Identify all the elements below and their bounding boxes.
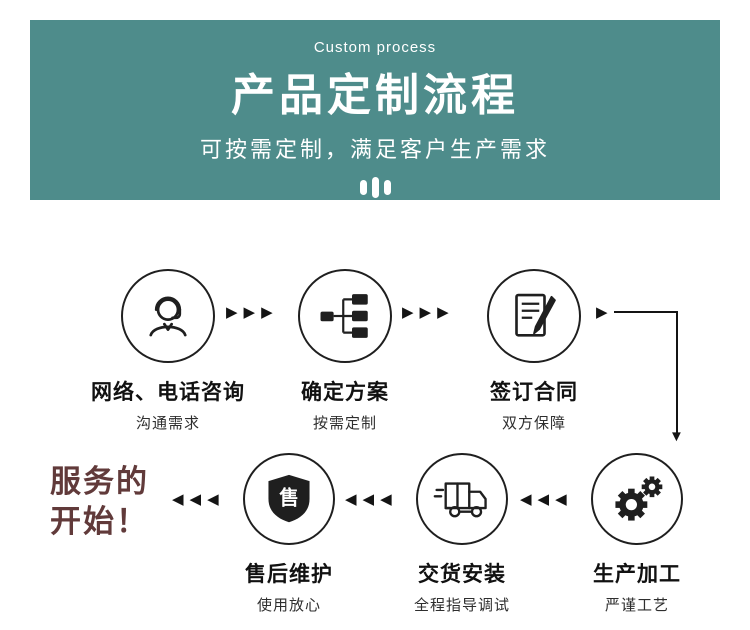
- banner-subtitle: 可按需定制，满足客户生产需求: [199, 137, 550, 162]
- step-sublabel: 全程指导调试: [413, 597, 510, 614]
- flow-arrow-right: ▶▶▶: [226, 304, 279, 321]
- bar-segment: [383, 179, 391, 195]
- step-consult: 网络、电话咨询 沟通需求: [83, 269, 253, 433]
- flow-arrow-right: ▶▶▶: [402, 304, 455, 321]
- step-icon-circle: [298, 269, 392, 363]
- step-label: 交货安装: [418, 563, 506, 586]
- scheme-diagram-icon: [320, 294, 368, 338]
- service-start-line1: 服务的: [50, 464, 149, 499]
- banner-tagline: Custom process: [313, 39, 437, 56]
- step-label: 生产加工: [593, 563, 681, 586]
- step-sublabel: 使用放心: [256, 597, 321, 614]
- decoration-bars-icon: [30, 176, 720, 198]
- contract-sign-icon: [515, 293, 556, 337]
- page-title: 产品定制流程: [231, 71, 519, 120]
- delivery-truck-icon: [433, 482, 487, 518]
- customer-service-icon: [149, 296, 187, 337]
- step-icon-circle: [591, 453, 683, 545]
- connector-line-vertical: [676, 311, 678, 435]
- step-label: 签订合同: [490, 381, 578, 404]
- shield-character: 售: [278, 486, 299, 509]
- step-label: 售后维护: [245, 563, 333, 586]
- step-sublabel: 双方保障: [501, 415, 566, 432]
- step-icon-circle: [416, 453, 508, 545]
- step-sublabel: 沟通需求: [135, 415, 200, 432]
- step-label: 确定方案: [301, 381, 389, 404]
- step-delivery: 交货安装 全程指导调试: [377, 453, 547, 615]
- step-after-sale: 售 售后维护 使用放心: [204, 453, 374, 615]
- step-production: 生产加工 严谨工艺: [552, 453, 722, 615]
- step-scheme: 确定方案 按需定制: [260, 269, 430, 433]
- step-sublabel: 严谨工艺: [604, 597, 669, 614]
- flow-arrow-right-single: ▶: [596, 304, 608, 321]
- step-icon-circle: 售: [243, 453, 335, 545]
- step-label: 网络、电话咨询: [91, 381, 245, 404]
- step-icon-circle: [121, 269, 215, 363]
- connector-line-horizontal: [614, 311, 678, 313]
- flow-arrow-left: ◀◀◀: [172, 491, 225, 508]
- banner: Custom process 产品定制流程 可按需定制，满足客户生产需求: [30, 20, 720, 200]
- step-contract: 签订合同 双方保障: [449, 269, 619, 433]
- flow-arrow-left: ◀◀◀: [345, 491, 398, 508]
- step-sublabel: 按需定制: [312, 415, 377, 432]
- service-start-line2: 开始！: [50, 504, 149, 539]
- service-start-text: 服务的 开始！: [50, 462, 210, 542]
- after-sale-shield-icon: 售: [268, 474, 310, 523]
- gears-icon: [615, 476, 663, 521]
- bar-segment: [359, 179, 367, 195]
- step-icon-circle: [487, 269, 581, 363]
- flow-arrow-left: ◀◀◀: [520, 491, 573, 508]
- flow-arrow-down-single: ▼: [669, 428, 684, 445]
- bar-segment: [371, 176, 379, 198]
